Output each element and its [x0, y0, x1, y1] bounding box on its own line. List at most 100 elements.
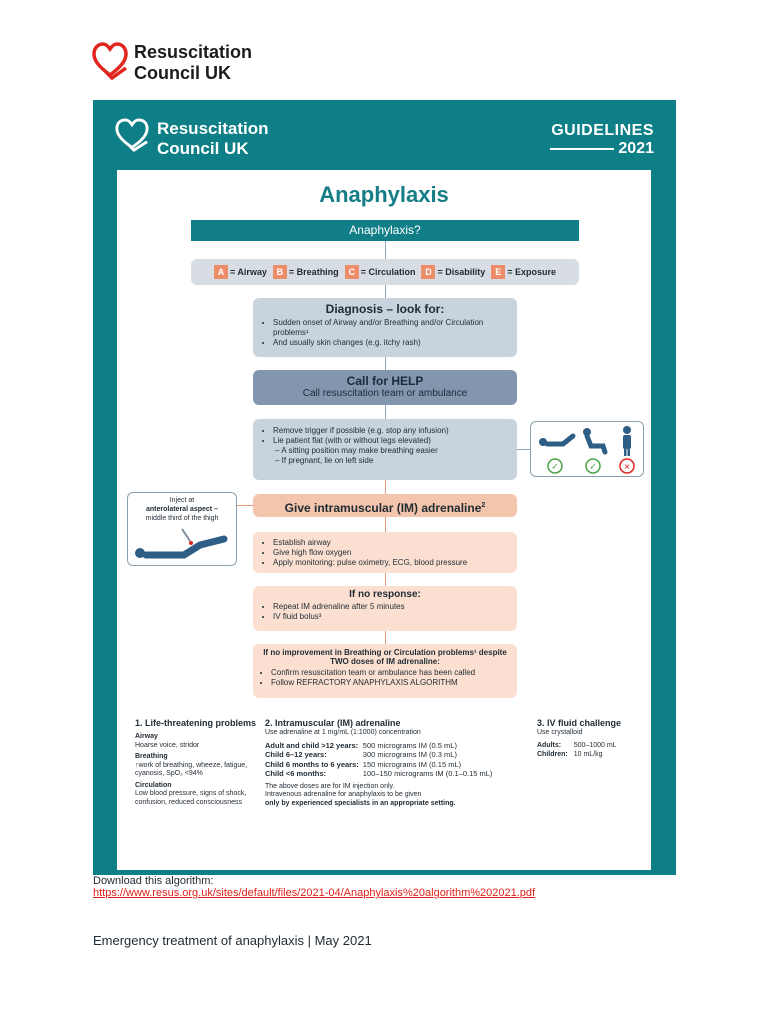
- guidelines-dash: [550, 148, 615, 150]
- remove-trigger-box: Remove trigger if possible (e.g. stop an…: [253, 419, 517, 480]
- poster-logo-line2: Council UK: [157, 139, 249, 158]
- note3-sub: Use crystalloid: [537, 729, 583, 736]
- abcde-bar: A= Airway B= Breathing C= Circulation D=…: [191, 259, 579, 285]
- note2-sub: Use adrenaline at 1 mg/mL (1:1000) conce…: [265, 729, 421, 736]
- dose-row: Child <6 months:100–150 micrograms IM (0…: [265, 769, 493, 778]
- inject-line3: middle third of the thigh: [145, 515, 219, 522]
- abcde-d: D= Disability: [421, 265, 485, 279]
- injection-illustration: [135, 528, 228, 559]
- download-link[interactable]: https://www.resus.org.uk/sites/default/f…: [93, 887, 536, 899]
- flow-arrow: [385, 357, 386, 370]
- poster-logo: Resuscitation Council UK: [115, 118, 315, 162]
- note3-heading: 3. IV fluid challenge: [537, 718, 622, 728]
- connector-line: [517, 449, 530, 450]
- note1-breathing-heading: Breathing: [135, 753, 168, 760]
- connector-line: [237, 505, 253, 506]
- no-improvement-bullet: Confirm resuscitation team or ambulance …: [271, 668, 509, 678]
- establish-bullet: Apply monitoring: pulse oximetry, ECG, b…: [273, 558, 507, 568]
- heart-icon: [115, 118, 149, 152]
- inject-line1: Inject at: [169, 497, 195, 504]
- im-text: Give intramuscular (IM) adrenaline: [284, 501, 482, 515]
- note2-foot2: Intravenous adrenaline for anaphylaxis t…: [265, 791, 422, 798]
- no-response-heading: If no response:: [349, 589, 421, 600]
- note1-breathing: ↑work of breathing, wheeze, fatigue, cya…: [135, 761, 248, 778]
- injection-site-panel: Inject at anterolateral aspect – middle …: [127, 492, 237, 566]
- help-subtitle: Call resuscitation team or ambulance: [302, 388, 468, 399]
- no-response-bullet: IV fluid bolus³: [273, 612, 507, 622]
- note-life-threatening: 1. Life-threatening problems Airway Hoar…: [135, 718, 257, 807]
- logo-line2: Council UK: [134, 63, 231, 83]
- establish-bullet: Give high flow oxygen: [273, 548, 507, 558]
- anaphylaxis-poster: Resuscitation Council UK GUIDELINES 2021…: [93, 100, 676, 875]
- no-response-box: If no response: Repeat IM adrenaline aft…: [253, 586, 517, 631]
- dose-table: Adult and child >12 years:500 micrograms…: [265, 741, 492, 779]
- dose-row: Child 6 months to 6 years:150 micrograms…: [265, 759, 462, 769]
- call-for-help-box: Call for HELP Call resuscitation team or…: [253, 370, 517, 405]
- algorithm-card: Anaphylaxis Anaphylaxis? A= Airway B= Br…: [117, 170, 651, 870]
- poster-logo-line1: Resuscitation: [157, 119, 269, 138]
- note2-foot1: The above doses are for IM injection onl…: [265, 782, 395, 790]
- patient-positions-illustration: ✓ ✓ ✕: [539, 426, 635, 474]
- note-iv-fluid: 3. IV fluid challenge Use crystalloid Ad…: [537, 718, 647, 759]
- no-improvement-heading: If no improvement in Breathing or Circul…: [263, 648, 507, 666]
- note-im-adrenaline: 2. Intramuscular (IM) adrenaline Use adr…: [265, 718, 525, 808]
- guidelines-badge: GUIDELINES 2021: [550, 122, 654, 158]
- rcuk-logo: Resuscitation Council UK: [92, 40, 292, 86]
- no-response-bullet: Repeat IM adrenaline after 5 minutes: [273, 602, 507, 612]
- guidelines-year: 2021: [618, 140, 654, 157]
- abcde-a: A= Airway: [213, 265, 267, 279]
- note1-circulation-heading: Circulation: [135, 781, 172, 789]
- flow-arrow: [385, 517, 386, 532]
- dose-row: Child 6–12 years:300 micrograms IM (0.3 …: [265, 750, 457, 759]
- remove-sub: – If pregnant, lie on left side: [275, 456, 374, 465]
- help-title: Call for HELP: [346, 374, 424, 388]
- fluid-row: Children:10 mL/kg: [537, 750, 603, 758]
- ok-mark: ✓: [551, 463, 559, 473]
- abcde-e: E= Exposure: [491, 265, 556, 279]
- note1-heading: 1. Life-threatening problems: [135, 718, 257, 728]
- no-improvement-box: If no improvement in Breathing or Circul…: [253, 644, 517, 698]
- diagnosis-bullet: And usually skin changes (e.g. itchy ras…: [273, 338, 507, 348]
- no-improvement-bullet: Follow REFRACTORY ANAPHYLAXIS ALGORITHM: [271, 678, 509, 688]
- establish-bullet: Establish airway: [273, 538, 507, 548]
- check-circle-icon: [547, 458, 563, 474]
- note2-heading: 2. Intramuscular (IM) adrenaline: [265, 718, 401, 728]
- diagnosis-box: Diagnosis – look for: Sudden onset of Ai…: [253, 298, 517, 357]
- patient-positions-panel: ✓ ✓ ✕: [530, 421, 644, 477]
- im-sup: 2: [481, 502, 486, 509]
- lying-legs-raised-figure: [539, 433, 576, 447]
- remove-sub: – A sitting position may make breathing …: [275, 446, 438, 455]
- flow-arrow: [385, 241, 386, 259]
- check-circle-icon: [585, 458, 601, 474]
- dose-row: Adult and child >12 years:500 micrograms…: [265, 740, 457, 750]
- guidelines-label: GUIDELINES: [551, 122, 654, 139]
- diagnosis-bullet: Sudden onset of Airway and/or Breathing …: [273, 318, 507, 338]
- remove-bullet: Lie patient flat (with or without legs e…: [273, 436, 507, 446]
- no-mark: ✕: [624, 463, 631, 472]
- flow-arrow: [385, 405, 386, 419]
- establish-airway-box: Establish airway Give high flow oxygen A…: [253, 532, 517, 573]
- cross-circle-icon: [619, 458, 635, 474]
- note1-airway: Hoarse voice, stridor: [135, 741, 200, 749]
- remove-bullet: Remove trigger if possible (e.g. stop an…: [273, 426, 507, 436]
- note1-airway-heading: Airway: [135, 733, 158, 740]
- anaphylaxis-question: Anaphylaxis?: [191, 220, 579, 241]
- download-label: Download this algorithm:: [93, 875, 214, 887]
- note1-circulation: Low blood pressure, signs of shock, conf…: [135, 790, 247, 806]
- logo-line1: Resuscitation: [134, 42, 253, 62]
- sitting-figure: [583, 428, 608, 455]
- note2-foot3: only by experienced specialists in an ap…: [265, 799, 456, 807]
- ok-mark: ✓: [589, 463, 597, 473]
- flow-arrow: [385, 480, 386, 494]
- heart-icon: [92, 42, 128, 80]
- page-footer: Emergency treatment of anaphylaxis | May…: [93, 933, 372, 948]
- fluid-table: Adults:500–1000 mL Children:10 mL/kg: [537, 741, 617, 759]
- inject-line2: anterolateral aspect –: [146, 506, 218, 513]
- standing-figure: [623, 426, 631, 456]
- abcde-c: C= Circulation: [344, 265, 415, 279]
- flow-arrow: [385, 285, 386, 298]
- poster-title: Anaphylaxis: [319, 182, 449, 207]
- give-im-adrenaline-box: Give intramuscular (IM) adrenaline2: [253, 494, 517, 517]
- diagnosis-heading: Diagnosis – look for:: [325, 302, 445, 316]
- abcde-b: B= Breathing: [272, 265, 339, 279]
